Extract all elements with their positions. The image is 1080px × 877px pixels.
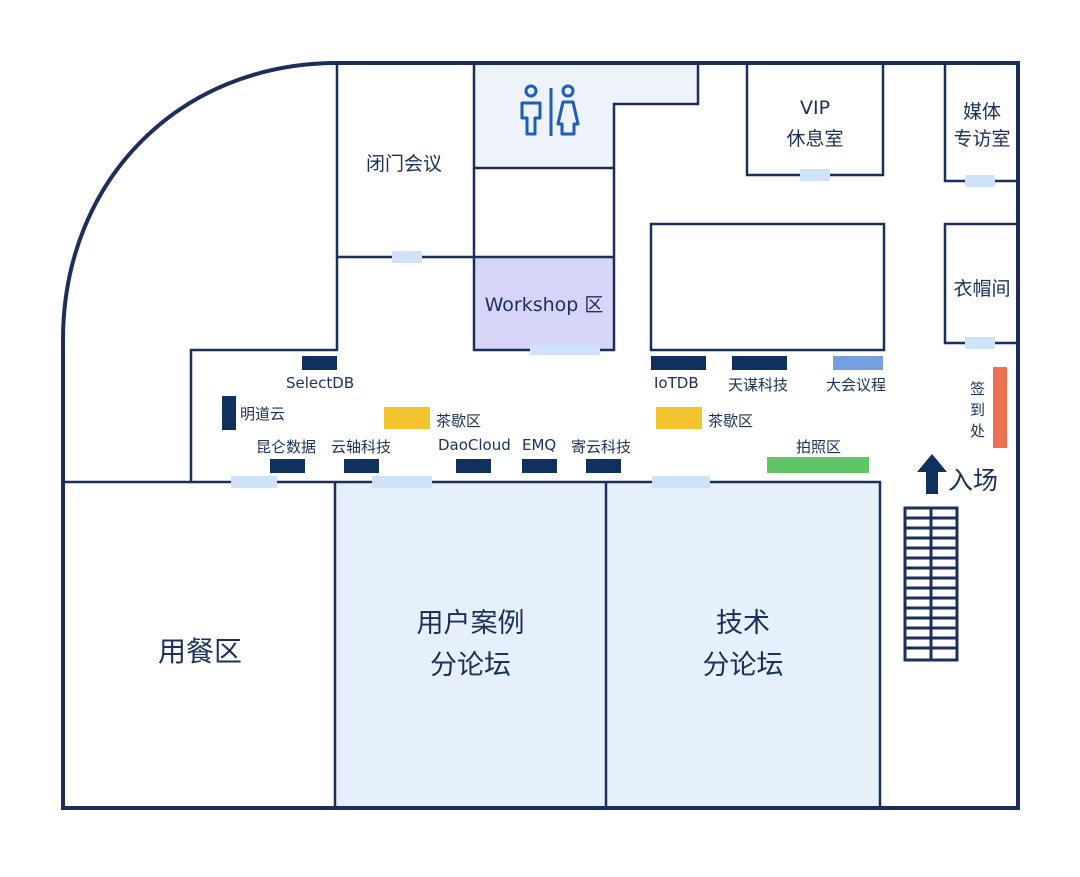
checkin-label-char3: 处	[970, 422, 986, 440]
workshop-label: Workshop 区	[484, 294, 604, 316]
photo-zone-label: 拍照区	[796, 438, 842, 456]
up-arrow-icon	[917, 454, 947, 494]
vip-label-line2: 休息室	[786, 128, 844, 150]
booth-label-yunzhou: 云轴科技	[331, 438, 392, 456]
door	[965, 175, 995, 187]
door	[530, 345, 600, 355]
restroom-icon	[520, 84, 580, 136]
vip-wall	[745, 63, 885, 177]
door	[231, 476, 277, 488]
vip-label-line1: VIP	[799, 97, 831, 119]
booth-main-forum	[833, 356, 883, 370]
entrance-label: 入场	[948, 466, 999, 495]
door	[800, 169, 830, 181]
booth-tianmou	[732, 356, 787, 370]
booth-daocloud	[456, 459, 491, 473]
booth-label-emq: EMQ	[522, 436, 557, 454]
booth-iotdb	[651, 356, 706, 370]
closed-meeting-label: 闭门会议	[366, 153, 443, 175]
door	[392, 251, 422, 263]
booth-selectdb	[302, 356, 337, 370]
media-label-line2: 专访室	[953, 128, 1011, 150]
outer-wall	[61, 61, 1020, 810]
tea-break-label-2: 茶歇区	[708, 412, 754, 430]
user-forum-room	[335, 482, 606, 808]
checkin-desk	[993, 367, 1007, 448]
booth-label-selectdb: SelectDB	[286, 374, 355, 392]
door	[372, 476, 432, 488]
tech-forum-room	[606, 482, 880, 808]
booth-label-tianmou: 天谋科技	[728, 376, 789, 394]
tea-break-2	[656, 407, 702, 429]
user-forum-label-line1: 用户案例	[416, 608, 525, 639]
door	[965, 337, 995, 349]
booth-mingdaoyun	[222, 396, 236, 430]
booth-label-jiyun: 寄云科技	[571, 438, 632, 456]
media-label-line1: 媒体	[962, 101, 1001, 123]
restroom-area	[474, 63, 698, 168]
booth-label-daocloud: DaoCloud	[438, 436, 511, 454]
booth-label-mingdaoyun: 明道云	[240, 405, 286, 423]
booth-jiyun	[586, 459, 621, 473]
corridor-wall	[189, 257, 339, 482]
booth-label-kunlun: 昆仑数据	[256, 438, 317, 456]
booth-label-main-forum: 大会议程	[826, 376, 887, 394]
user-forum-label-line2: 分论坛	[430, 650, 511, 681]
booth-emq	[522, 459, 557, 473]
tea-break-1	[384, 407, 430, 429]
tech-forum-label-line1: 技术	[716, 608, 770, 639]
center-room	[649, 222, 886, 352]
checkin-label-char2: 到	[970, 401, 986, 419]
stairs-icon	[903, 506, 959, 662]
dining-label: 用餐区	[157, 635, 242, 668]
restroom-wall	[472, 63, 700, 170]
checkin-label-char1: 签	[970, 380, 986, 398]
booth-kunlun	[270, 459, 305, 473]
tea-break-label-1: 茶歇区	[436, 412, 482, 430]
tech-forum-label-line2: 分论坛	[702, 650, 784, 681]
workshop-room	[474, 257, 614, 350]
cloakroom-label: 衣帽间	[953, 278, 1011, 300]
photo-zone	[767, 457, 869, 473]
door	[652, 476, 710, 488]
booth-yunzhou	[344, 459, 379, 473]
booth-label-iotdb: IoTDB	[654, 374, 699, 392]
